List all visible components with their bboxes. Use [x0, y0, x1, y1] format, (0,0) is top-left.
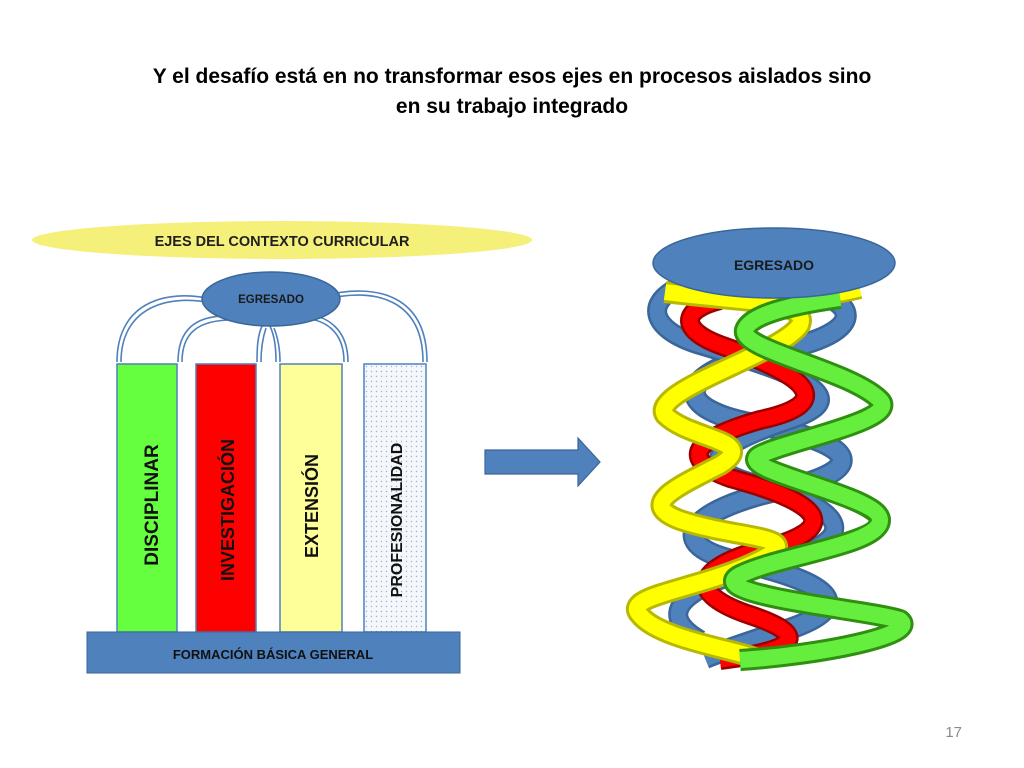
left-diagram: EJES DEL CONTEXTO CURRICULAR DISCIPLINAR…	[32, 221, 532, 674]
egresado-node-right	[652, 227, 896, 299]
slide-title-line-1: Y el desafío está en no transformar esos…	[152, 65, 872, 88]
column-profesionalidad	[363, 363, 427, 633]
context-header-label: EJES DEL CONTEXTO CURRICULAR	[155, 234, 410, 250]
egresado-label-right: EGRESADO	[734, 257, 814, 273]
column-label-investigacion: INVESTIGACIÓN	[217, 439, 238, 581]
column-extension	[279, 363, 343, 633]
base-block	[86, 631, 461, 674]
egresado-node-left	[201, 271, 341, 327]
base-label: FORMACIÓN BÁSICA GENERAL	[173, 647, 373, 662]
column-label-profesionalidad: PROFESIONALIDAD	[389, 443, 406, 598]
egresado-label-left: EGRESADO	[238, 294, 304, 306]
context-header-ellipse	[32, 221, 532, 259]
slide-title: Y el desafío está en no transformar esos…	[60, 62, 964, 122]
page-number: 17	[945, 724, 962, 741]
right-diagram: EGRESADO	[626, 227, 914, 671]
column-label-disciplinar: DISCIPLINAR	[142, 444, 163, 566]
strand-green	[723, 287, 914, 671]
column-investigacion	[195, 363, 257, 633]
transformation-arrow	[484, 436, 601, 488]
slide-title-line-2: en su trabajo integrado	[395, 95, 629, 118]
column-label-extension: EXTENSIÓN	[301, 454, 322, 558]
column-disciplinar	[116, 363, 178, 633]
